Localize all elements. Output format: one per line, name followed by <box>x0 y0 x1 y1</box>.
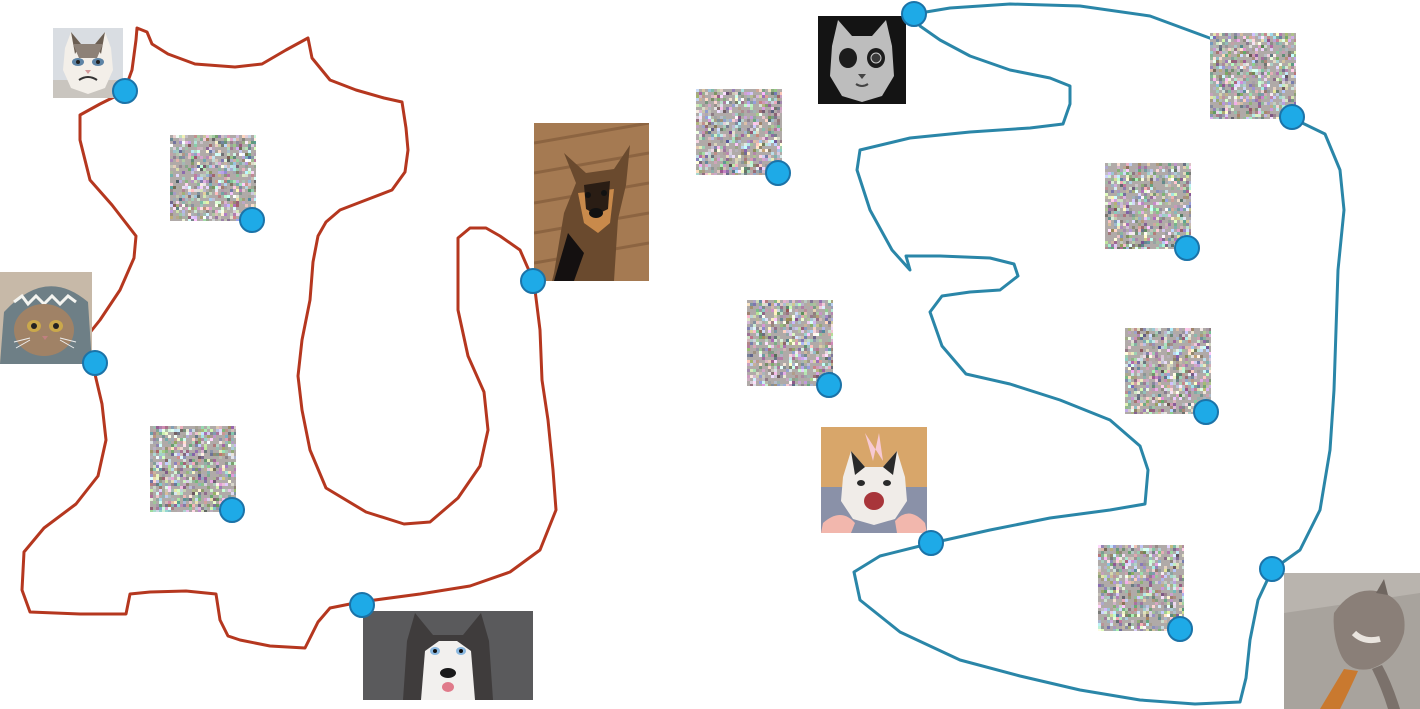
playing-cat-photo <box>1284 573 1420 709</box>
noise-image <box>1098 545 1185 632</box>
husky-photo <box>363 611 533 700</box>
shark-hat-cat-photo <box>0 272 92 364</box>
sample-point <box>520 268 546 294</box>
noise-image <box>1125 328 1212 415</box>
sample-point <box>1174 235 1200 261</box>
sample-point <box>239 207 265 233</box>
noise-image <box>1105 163 1192 250</box>
sample-point <box>1279 104 1305 130</box>
grumpy-cat-photo <box>53 28 123 98</box>
sample-point <box>1259 556 1285 582</box>
sample-point <box>1193 399 1219 425</box>
sample-point <box>82 350 108 376</box>
sample-point <box>349 592 375 618</box>
sample-point <box>1167 616 1193 642</box>
masked-cat-photo <box>818 16 906 104</box>
noise-image <box>150 426 237 513</box>
right-blob-boundary <box>852 2 1346 706</box>
left-cat-boundary <box>20 26 558 650</box>
sample-point <box>918 530 944 556</box>
noise-image <box>1210 33 1297 120</box>
sample-point <box>112 78 138 104</box>
sample-point <box>816 372 842 398</box>
german-shepherd-photo <box>534 123 649 281</box>
sample-point <box>901 1 927 27</box>
noise-image <box>747 300 834 387</box>
sample-point <box>765 160 791 186</box>
noise-image <box>170 135 257 222</box>
bunny-ears-cat-photo <box>821 427 927 533</box>
noise-image <box>696 89 783 176</box>
sample-point <box>219 497 245 523</box>
